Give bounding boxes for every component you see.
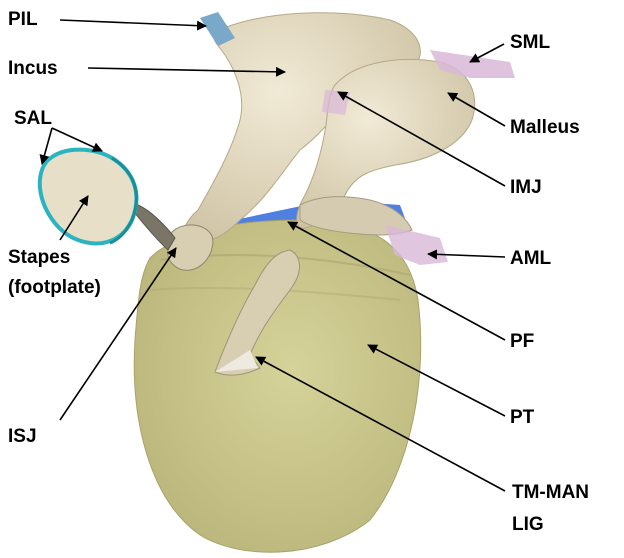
label-incus: Incus (8, 58, 58, 79)
label-tm-man-line2: LIG (512, 514, 544, 535)
sal-arrow-2 (52, 128, 102, 151)
label-pil: PIL (8, 9, 38, 30)
label-tm-man-line1: TM-MAN (512, 482, 589, 503)
label-pf: PF (510, 331, 534, 352)
label-imj: IMJ (510, 177, 542, 198)
label-isj: ISJ (8, 426, 37, 447)
label-aml: AML (510, 248, 552, 269)
label-stapes-line2: (footplate) (8, 277, 101, 298)
label-sal: SAL (14, 108, 52, 129)
label-sml: SML (510, 32, 551, 53)
label-pt: PT (510, 407, 535, 428)
imj-ligament-shape (322, 90, 350, 115)
label-malleus: Malleus (510, 117, 580, 138)
pil-arrow (60, 20, 206, 26)
isj-ligament-shape (134, 205, 175, 250)
label-stapes-line1: Stapes (8, 247, 70, 268)
